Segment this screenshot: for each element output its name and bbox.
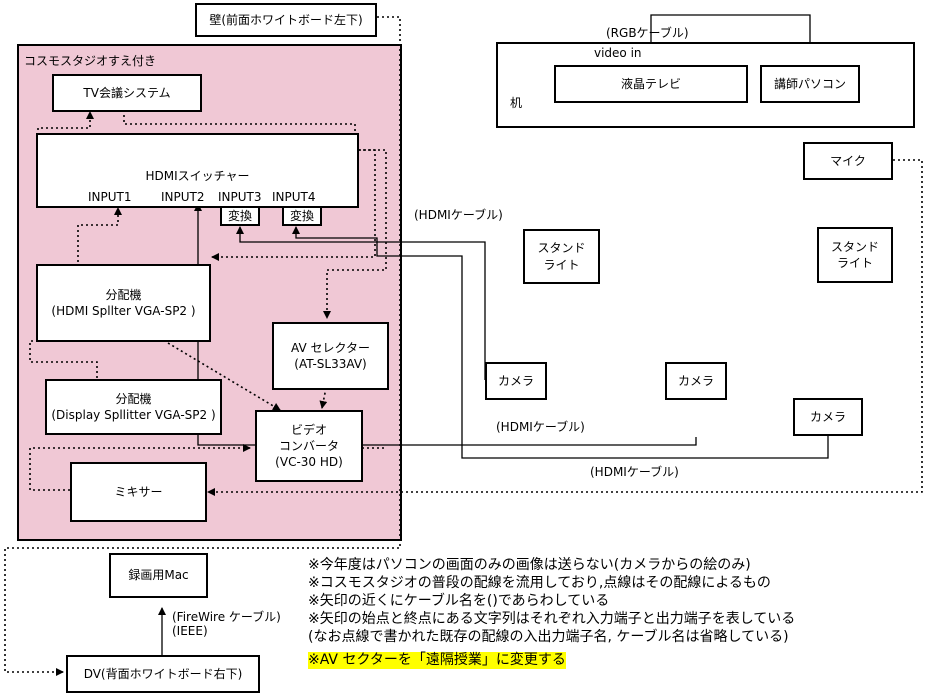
hdmi-switcher-box: HDMIスイッチャー INPUT1 INPUT2 INPUT3 INPUT4 <box>36 133 359 208</box>
mixer-label: ミキサー <box>114 484 163 499</box>
mic-box: マイク <box>803 142 893 180</box>
firewire-cable-label: (FireWire ケーブル) <box>172 610 281 624</box>
dv-box: DV(背面ホワイトボード右下) <box>66 655 260 693</box>
wire-splitter-to-converter <box>167 342 281 411</box>
hdmi-cable-label-2: (HDMIケーブル) <box>496 420 585 434</box>
lcd-tv-label: 液晶テレビ <box>620 76 681 91</box>
converter-input4: 変換 <box>282 206 322 226</box>
switcher-input3: INPUT3 <box>218 190 262 204</box>
firewire-ieee-label: (IEEE) <box>172 624 208 638</box>
recording-mac-box: 録画用Mac <box>109 553 208 598</box>
camera-1-label: カメラ <box>497 373 534 388</box>
desk-label: 机 <box>510 96 523 110</box>
rgb-cable-label: (RGBケーブル) <box>606 26 689 40</box>
video-converter-box: ビデオ コンバータ (VC-30 HD) <box>255 410 363 482</box>
converter-input3: 変換 <box>220 206 260 226</box>
wire-mic-to-mixer <box>207 159 923 496</box>
stand-light-1-line1: スタンド <box>537 241 586 256</box>
stand-light-2-line1: スタンド <box>830 239 879 254</box>
mixer-box: ミキサー <box>70 462 207 522</box>
stand-light-2: スタンド ライト <box>817 227 893 283</box>
tv-conference-label: TV会議システム <box>83 85 171 100</box>
wall-label: 壁(前面ホワイトボード左下) <box>209 12 363 27</box>
stand-light-2-line2: ライト <box>836 256 873 270</box>
note-5: (なお点線で書かれた既存の配線の入出力端子名, ケーブル名は省略している) <box>308 629 789 645</box>
converter-input3-label: 変換 <box>227 208 252 223</box>
highlight-note: ※AV セクターを「遠隔授業」に変更する <box>308 652 566 669</box>
video-converter-model: (VC-30 HD) <box>275 455 343 470</box>
hdmi-cable-label-3: (HDMIケーブル) <box>590 465 679 479</box>
note-3: ※矢印の近くにケーブル名を()であらわしている <box>308 593 610 609</box>
av-selector-model: (AT-SL33AV) <box>294 357 367 371</box>
instructor-pc-box: 講師パソコン <box>760 65 860 103</box>
mic-label: マイク <box>830 153 866 168</box>
wire-splitter-to-display <box>29 340 98 378</box>
camera-1: カメラ <box>485 362 547 400</box>
camera-3-label: カメラ <box>809 409 846 424</box>
studio-label: コスモスタジオすえ付き <box>24 54 157 68</box>
converter-input4-label: 変換 <box>289 208 314 223</box>
video-in-label: video in <box>594 46 642 60</box>
display-splitter-title: 分配機 <box>115 391 152 406</box>
video-converter-line2: コンバータ <box>278 438 339 453</box>
hdmi-splitter-title: 分配機 <box>105 287 142 302</box>
hdmi-switcher-label: HDMIスイッチャー <box>145 169 250 183</box>
instructor-pc-label: 講師パソコン <box>773 76 846 91</box>
av-selector-box: AV セレクター (AT-SL33AV) <box>272 322 389 390</box>
note-4: ※矢印の始点と終点にある文字列はそれぞれ入力端子と出力端子を表している <box>308 611 796 627</box>
camera-2-label: カメラ <box>677 373 714 388</box>
stand-light-1-line2: ライト <box>543 257 580 272</box>
lcd-tv-box: 液晶テレビ <box>554 65 748 103</box>
switcher-input4: INPUT4 <box>272 190 316 204</box>
camera-3: カメラ <box>793 398 863 436</box>
display-splitter-model: (Display Spllitter VGA-SP2 ) <box>51 408 216 422</box>
switcher-input1: INPUT1 <box>88 190 132 204</box>
note-1: ※今年度はパソコンの画面のみの画像は送らない(カメラからの絵のみ) <box>308 557 751 573</box>
hdmi-splitter-box: 分配機 (HDMI Spllter VGA-SP2 ) <box>36 264 211 342</box>
dv-label: DV(背面ホワイトボード右下) <box>83 666 243 681</box>
camera-2: カメラ <box>665 362 727 400</box>
wire-splitter-to-input1 <box>77 207 122 262</box>
av-selector-title: AV セレクター <box>291 340 370 355</box>
tv-conference-box: TV会議システム <box>52 74 202 112</box>
recording-mac-label: 録画用Mac <box>128 568 189 583</box>
wire-mixer-to-converter <box>29 444 251 491</box>
video-converter-line1: ビデオ <box>290 422 327 437</box>
hdmi-cable-camera2 <box>194 203 697 446</box>
note-2: ※コスモスタジオの普段の配線を流用しており,点線はその配線によるもの <box>308 575 771 591</box>
hdmi-splitter-model: (HDMI Spllter VGA-SP2 ) <box>51 304 196 318</box>
hdmi-cable-camera3 <box>292 226 829 459</box>
display-splitter-box: 分配機 (Display Spllitter VGA-SP2 ) <box>45 379 222 435</box>
hdmi-cable-camera1 <box>236 226 486 380</box>
hdmi-cable-label-1: (HDMIケーブル) <box>414 208 503 222</box>
wire-wall-to-dv <box>4 16 401 676</box>
wall-box: 壁(前面ホワイトボード左下) <box>195 3 377 37</box>
stand-light-1: スタンド ライト <box>523 229 600 284</box>
switcher-input2: INPUT2 <box>161 190 205 204</box>
